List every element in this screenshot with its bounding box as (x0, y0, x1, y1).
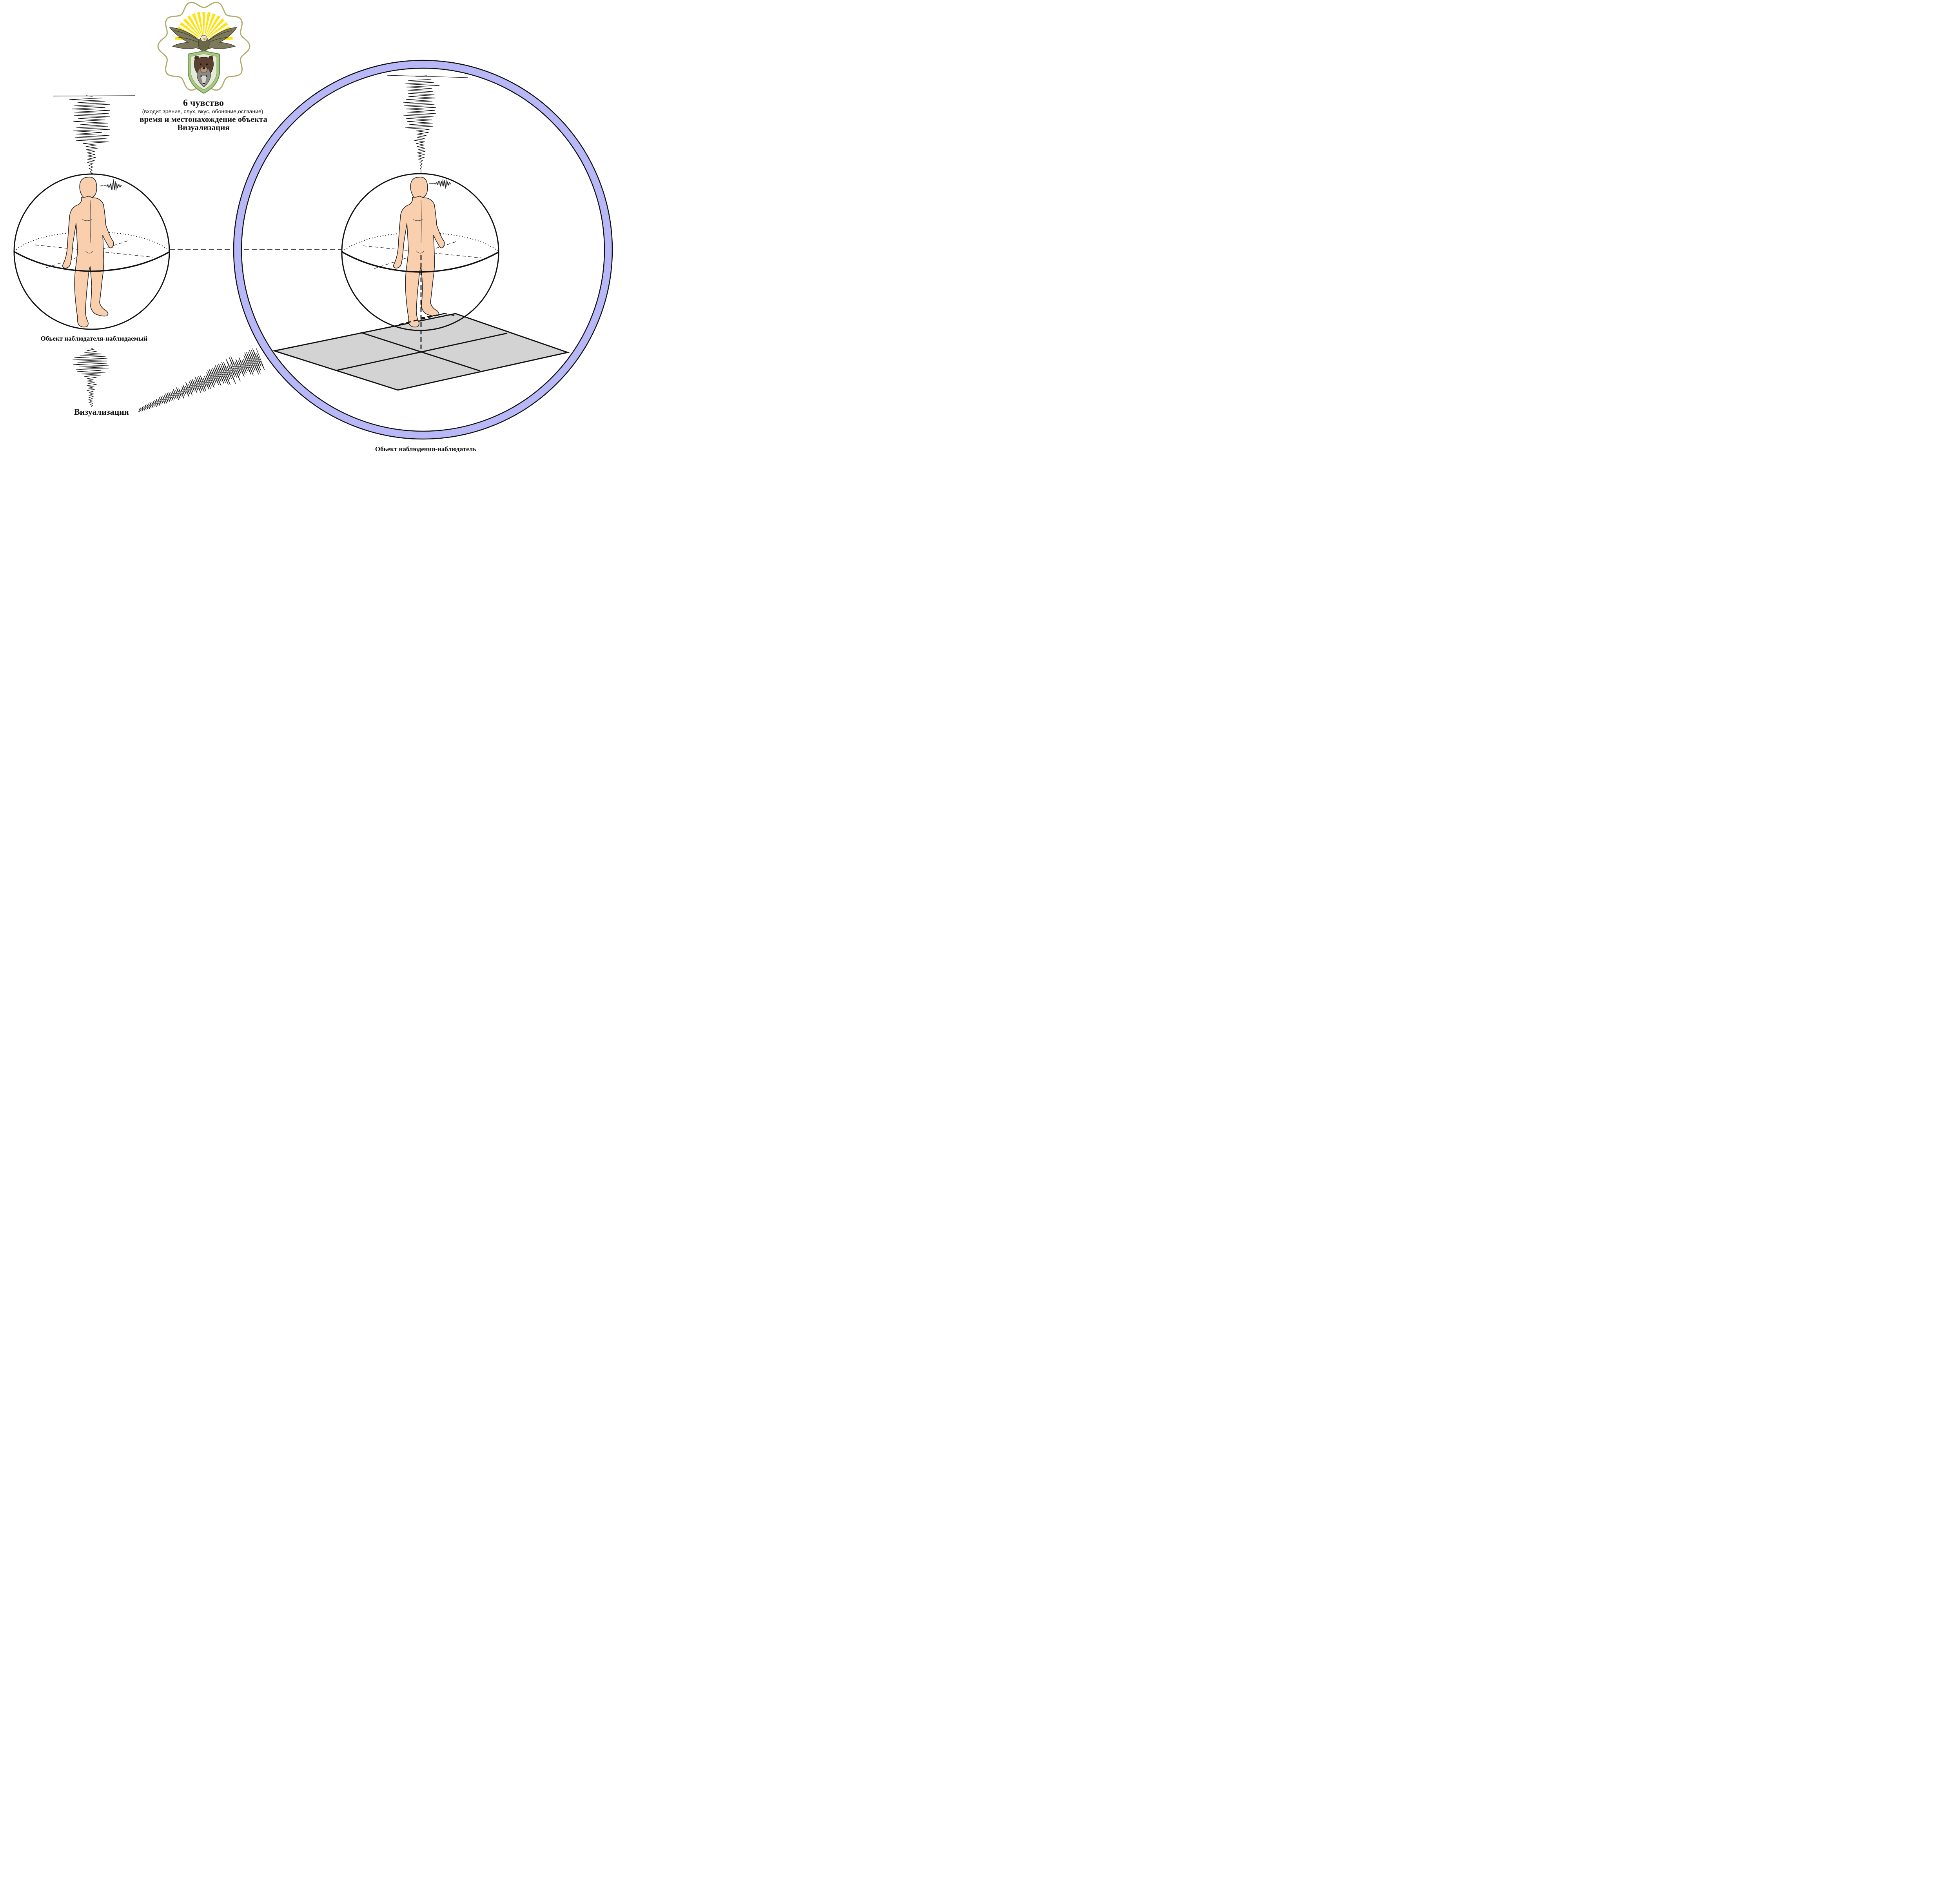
sun-ray (205, 13, 216, 36)
floor-divider-b (336, 332, 508, 371)
sun-ray (187, 15, 201, 36)
header-line2: время и местонахождение объекта (140, 114, 267, 124)
figure-contour (85, 250, 94, 254)
bottom-left-signal-wave (73, 348, 109, 407)
sixth-sense-diagram: 6 чувство (входит зрение, слух, вкус, об… (0, 0, 613, 461)
right-sphere-equator-back (342, 232, 499, 252)
visualization-signal-wave (138, 348, 265, 413)
top-right-signal-wave (387, 75, 468, 170)
floor-projection-edge (399, 313, 456, 325)
floor-projection-back-edge (421, 313, 445, 319)
sun-ray (183, 18, 201, 37)
figure-head (79, 176, 97, 199)
right-sphere-caption: Обьект наблюдения-наблюдатель (375, 445, 477, 453)
human-figure-icon (62, 176, 114, 328)
visualization-label: Визуализация (74, 407, 129, 417)
sun-ray (207, 18, 225, 37)
left-sphere-caption: Обьект наблюдателя-наблюдаемый (40, 335, 148, 342)
header-subtitle: (входит зрение, слух, вкус, обоняние,ося… (142, 108, 265, 114)
figure-contour (90, 200, 91, 243)
emblem-logo (157, 2, 250, 94)
human-figure-icon (393, 176, 445, 328)
outer-ring (234, 60, 612, 439)
figure-body (62, 196, 114, 328)
sun-ray (192, 13, 202, 36)
figure-head (410, 176, 428, 199)
eagle-icon (169, 27, 238, 51)
outer-ring-outer-edge (233, 60, 613, 440)
sun-ray (202, 12, 205, 36)
wolf-head-icon (197, 67, 211, 87)
left-sphere-equator-front (14, 251, 170, 272)
figure-body (393, 196, 445, 328)
left-sphere-equator-back (14, 231, 170, 252)
left-ear-signal-wave (99, 179, 122, 191)
header-title: 6 чувство (183, 98, 224, 108)
outer-ring-inner-edge (241, 67, 605, 432)
figure-contour (413, 219, 423, 221)
figure-contour (82, 219, 92, 221)
left-sphere-outline (13, 173, 170, 330)
right-sphere-equator-front (342, 251, 499, 273)
right-ear-signal-wave (428, 179, 451, 189)
sun-ray (197, 12, 203, 36)
left-sphere (13, 173, 170, 330)
right-sphere-outline (341, 173, 499, 331)
diagram-canvas (13, 2, 613, 440)
figure-contour (416, 250, 425, 254)
sun-ray (208, 22, 228, 38)
header-line3: Визуализация (177, 123, 230, 132)
right-sphere (341, 169, 499, 352)
sun-ray (206, 15, 221, 36)
sun-ray (180, 22, 200, 38)
top-left-signal-wave (53, 95, 135, 174)
sun-ray (204, 12, 211, 36)
